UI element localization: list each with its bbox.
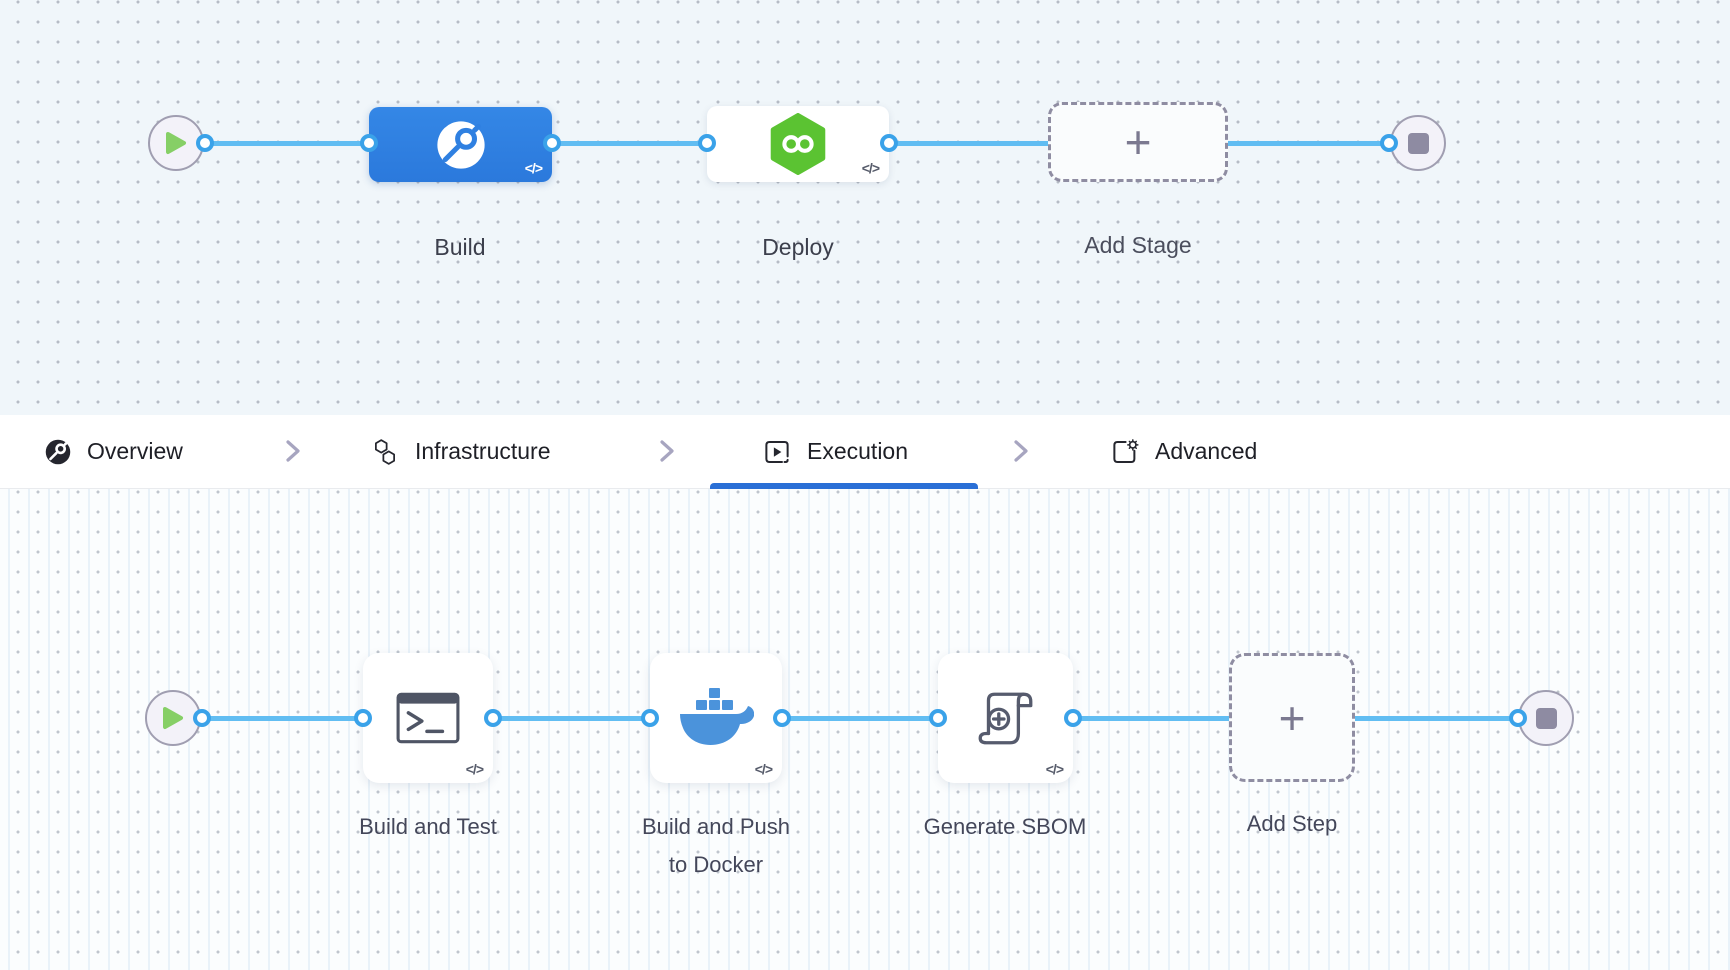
stage-canvas[interactable]: </> Build </> Deploy + Add Stage (0, 0, 1730, 415)
connector-dot[interactable] (1064, 709, 1082, 727)
infrastructure-icon (374, 438, 395, 465)
stage-yaml-toggle[interactable]: </> (524, 160, 543, 176)
connector-dot[interactable] (929, 709, 947, 727)
stop-icon (1407, 132, 1429, 154)
chevron-right-icon (286, 440, 300, 462)
tab-label: Advanced (1155, 438, 1258, 464)
pipeline-end-node[interactable] (1390, 115, 1446, 171)
step-label: Build and Push to Docker (642, 814, 790, 877)
stage-deploy-label: Deploy (762, 234, 834, 260)
connector-dot[interactable] (354, 709, 372, 727)
connector-dot[interactable] (641, 709, 659, 727)
stage-deploy[interactable]: </> (707, 106, 889, 182)
step-generate-sbom[interactable]: </> (938, 653, 1073, 783)
ci-aperture-icon (436, 120, 485, 169)
tab-label: Overview (87, 438, 183, 464)
add-stage-button[interactable]: + (1048, 102, 1228, 182)
stage-build[interactable]: </> (369, 107, 552, 182)
execution-icon (765, 440, 789, 463)
connector-dot[interactable] (773, 709, 791, 727)
plus-icon: + (1124, 116, 1152, 168)
stage-config-tabbar: Overview Infrastructure Execution (0, 415, 1730, 489)
pipeline-start-node[interactable] (148, 115, 204, 171)
connector-dot[interactable] (193, 709, 211, 727)
play-icon (166, 132, 186, 154)
connector-dot[interactable] (543, 134, 561, 152)
step-label: Build and Test (359, 814, 497, 839)
step-yaml-toggle[interactable]: </> (465, 761, 484, 777)
play-icon (163, 707, 183, 729)
connector-dot[interactable] (698, 134, 716, 152)
chevron-right-icon (660, 440, 674, 462)
stage-build-label: Build (434, 234, 486, 260)
execution-start-node[interactable] (145, 690, 201, 746)
tab-overview[interactable]: Overview (44, 415, 183, 488)
connector-dot[interactable] (484, 709, 502, 727)
tab-execution[interactable]: Execution (762, 415, 908, 488)
advanced-icon (1113, 438, 1139, 463)
tab-infrastructure[interactable]: Infrastructure (370, 415, 551, 488)
connector-dot[interactable] (1380, 134, 1398, 152)
add-step-button[interactable]: + (1229, 653, 1355, 782)
connector-dot[interactable] (880, 134, 898, 152)
add-step-label: Add Step (1246, 811, 1338, 836)
tab-label: Infrastructure (415, 438, 551, 464)
connector-dot[interactable] (1509, 709, 1527, 727)
step-yaml-toggle[interactable]: </> (754, 761, 773, 777)
stage-yaml-toggle[interactable]: </> (861, 160, 880, 176)
step-build-and-push-docker[interactable]: </> (650, 653, 782, 783)
tab-advanced[interactable]: Advanced (1110, 415, 1257, 488)
terminal-icon (396, 692, 460, 744)
connector-dot[interactable] (360, 134, 378, 152)
cd-hexagon-infinity-icon (770, 113, 826, 175)
execution-canvas[interactable]: </> Build and Test </> Build and Push to… (0, 488, 1730, 970)
active-tab-underline (710, 483, 978, 489)
overview-icon (45, 439, 71, 464)
docker-icon (680, 688, 754, 745)
sbom-scroll-icon (978, 692, 1032, 745)
step-label: Generate SBOM (923, 814, 1087, 839)
add-stage-label: Add Stage (1084, 232, 1192, 258)
chevron-right-icon (1014, 440, 1028, 462)
step-edge (202, 716, 1518, 721)
execution-end-node[interactable] (1518, 690, 1574, 746)
step-build-and-test[interactable]: </> (363, 653, 493, 783)
plus-icon: + (1278, 691, 1306, 744)
connector-dot[interactable] (196, 134, 214, 152)
stop-icon (1535, 707, 1557, 729)
tab-label: Execution (807, 438, 909, 464)
step-yaml-toggle[interactable]: </> (1045, 761, 1064, 777)
